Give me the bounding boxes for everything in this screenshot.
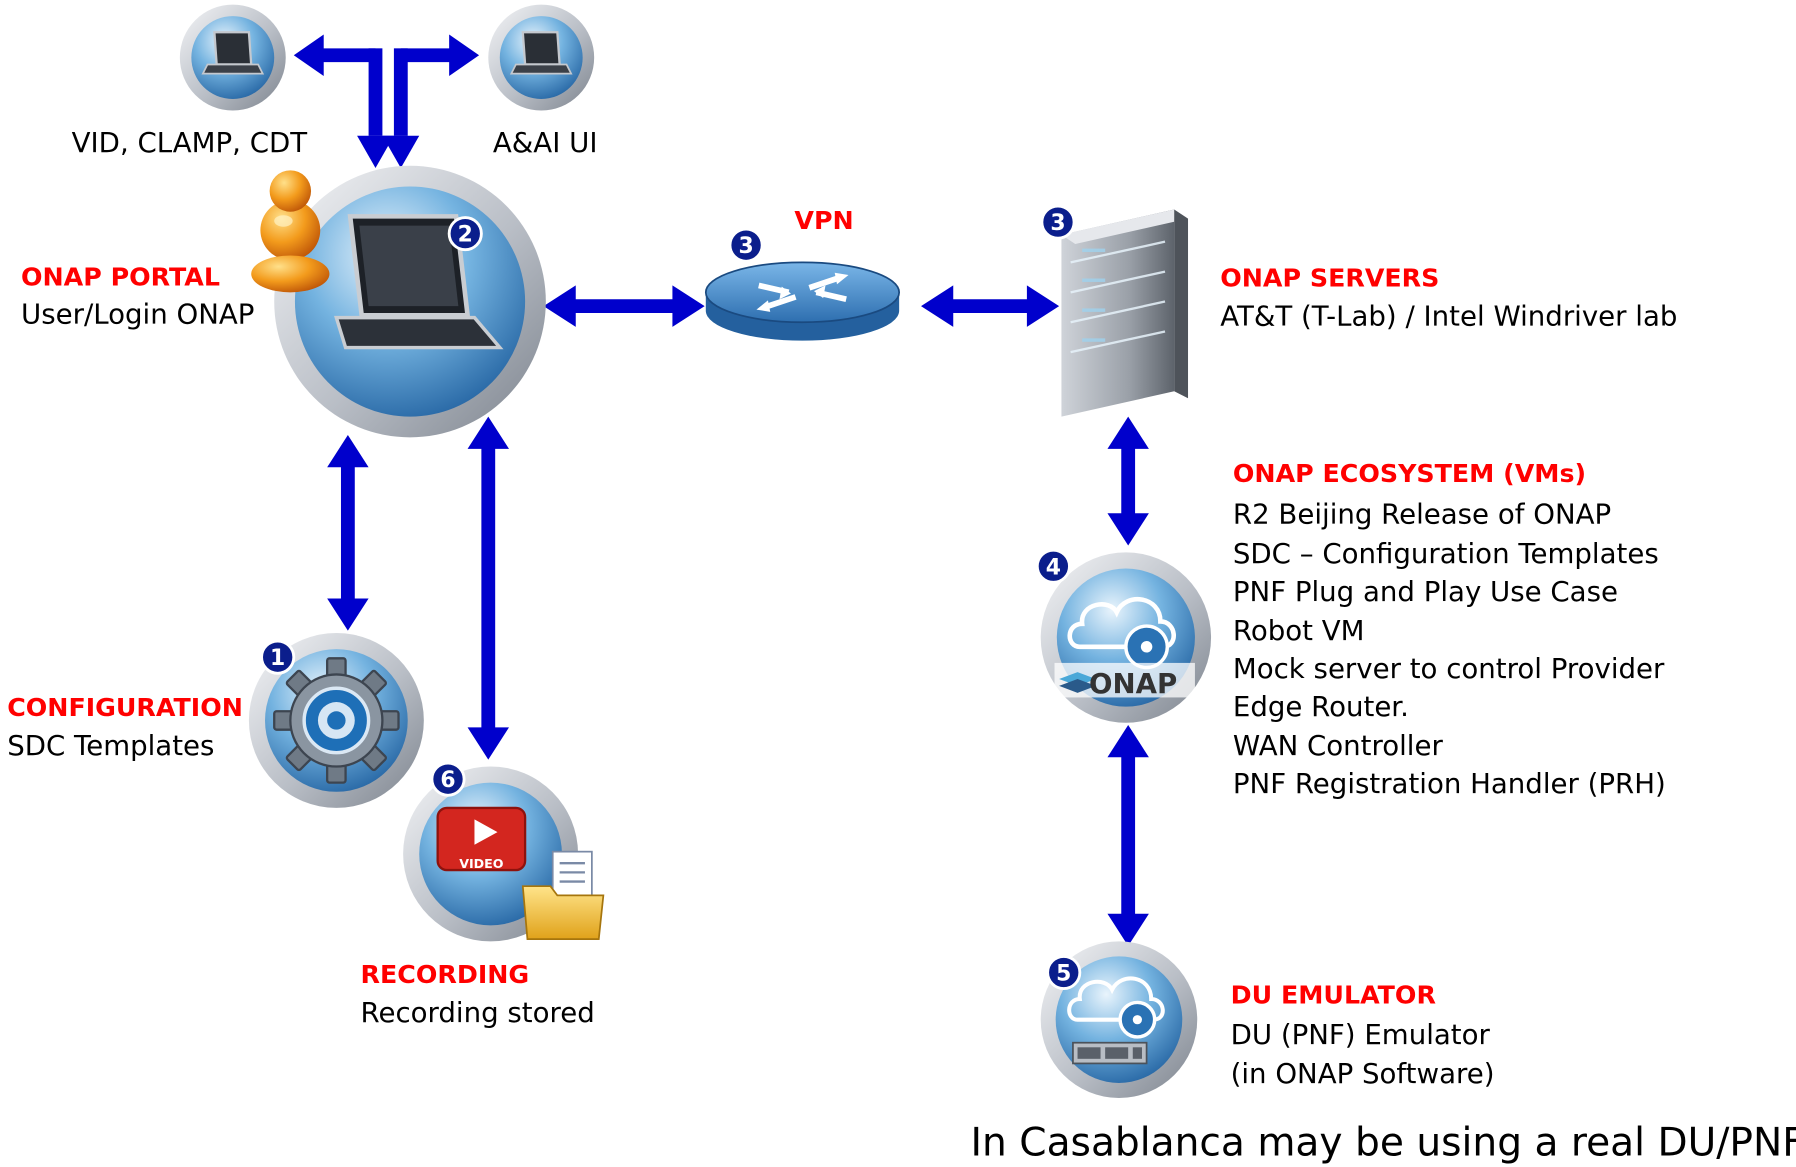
config-node: 1 CONFIGURATION SDC Templates: [7, 632, 424, 808]
du-hardware-icon: [1072, 1041, 1148, 1065]
badge-3-servers: 3: [1040, 204, 1076, 240]
folder-icon: [521, 850, 605, 940]
vpn-title: VPN: [794, 206, 853, 235]
onap-logo-text: ONAP: [1089, 667, 1177, 700]
badge-1: 1: [260, 639, 296, 675]
aai-label: A&AI UI: [493, 126, 598, 159]
portal-node: 2 ONAP PORTAL User/Login ONAP: [21, 165, 546, 438]
du-title: DU EMULATOR: [1231, 981, 1436, 1010]
footer-note: In Casablanca may be using a real DU/PNF: [971, 1120, 1796, 1165]
laptop-icon: [488, 4, 595, 111]
servers-text: AT&T (T-Lab) / Intel Windriver lab: [1220, 300, 1677, 333]
badge-4: 4: [1035, 548, 1071, 584]
config-title: CONFIGURATION: [7, 693, 243, 722]
svg-text:2: 2: [458, 223, 473, 248]
svg-text:5: 5: [1056, 962, 1071, 987]
aai-node: A&AI UI: [488, 4, 598, 159]
laptop-icon: [179, 4, 286, 111]
recording-title: RECORDING: [361, 960, 530, 989]
ecosystem-item: PNF Plug and Play Use Case: [1233, 575, 1618, 608]
ecosystem-item: Robot VM: [1233, 614, 1365, 647]
recording-node: VIDEO 6 RECORDING Recording stored: [361, 761, 605, 1029]
ecosystem-item: R2 Beijing Release of ONAP: [1233, 498, 1611, 531]
server-icon: [1061, 209, 1189, 417]
vid-node: VID, CLAMP, CDT: [72, 4, 308, 159]
ecosystem-item: Mock server to control Provider: [1233, 652, 1665, 685]
ecosystem-node: ONAP 4 ONAP ECOSYSTEM (VMs) R2 Beijing R…: [1035, 459, 1666, 800]
badge-5: 5: [1046, 954, 1082, 991]
servers-title: ONAP SERVERS: [1220, 264, 1439, 293]
servers-node: 3 ONAP SERVERS AT&T (T-Lab) / Intel Wind…: [1040, 204, 1677, 417]
svg-text:4: 4: [1046, 555, 1061, 580]
arrow-portal-config: [327, 435, 369, 631]
router-icon: [704, 261, 901, 341]
ecosystem-title: ONAP ECOSYSTEM (VMs): [1233, 459, 1586, 488]
ecosystem-item: WAN Controller: [1233, 729, 1444, 762]
ecosystem-item: Edge Router.: [1233, 690, 1409, 723]
arrow-portal-vpn: [543, 285, 705, 327]
portal-text: User/Login ONAP: [21, 297, 254, 330]
portal-title: ONAP PORTAL: [21, 262, 220, 291]
arrow-aai-portal: [382, 34, 480, 169]
config-text: SDC Templates: [7, 729, 214, 762]
ecosystem-item: SDC – Configuration Templates: [1233, 537, 1659, 570]
onap-logo: ONAP: [1054, 662, 1195, 700]
ecosystem-item: PNF Registration Handler (PRH): [1233, 767, 1666, 800]
ecosystem-list: R2 Beijing Release of ONAP SDC – Configu…: [1233, 498, 1666, 800]
badge-6: 6: [430, 761, 466, 797]
svg-text:3: 3: [1050, 211, 1065, 236]
badge-2: 2: [447, 216, 483, 252]
arrow-ecosystem-du: [1107, 725, 1149, 947]
arrow-servers-ecosystem: [1107, 416, 1149, 546]
user-icon: [251, 170, 330, 293]
vid-label: VID, CLAMP, CDT: [72, 126, 308, 159]
gear-icon: [248, 632, 424, 808]
vpn-node: 3 VPN: [704, 206, 901, 341]
svg-text:3: 3: [738, 234, 753, 259]
arrow-vpn-servers: [921, 285, 1060, 327]
recording-text: Recording stored: [361, 996, 595, 1029]
du-node: 5 DU EMULATOR DU (PNF) Emulator (in ONAP…: [1040, 941, 1495, 1098]
arrow-vid-portal: [293, 34, 394, 169]
svg-text:VIDEO: VIDEO: [459, 856, 504, 871]
arrow-portal-recording: [467, 416, 509, 760]
laptop-icon: [274, 165, 546, 438]
svg-text:6: 6: [440, 768, 455, 793]
du-line: DU (PNF) Emulator: [1231, 1018, 1491, 1051]
badge-3-vpn: 3: [728, 227, 764, 263]
svg-text:1: 1: [270, 646, 285, 671]
du-line: (in ONAP Software): [1231, 1057, 1495, 1090]
cloud-icon: [1040, 941, 1198, 1098]
